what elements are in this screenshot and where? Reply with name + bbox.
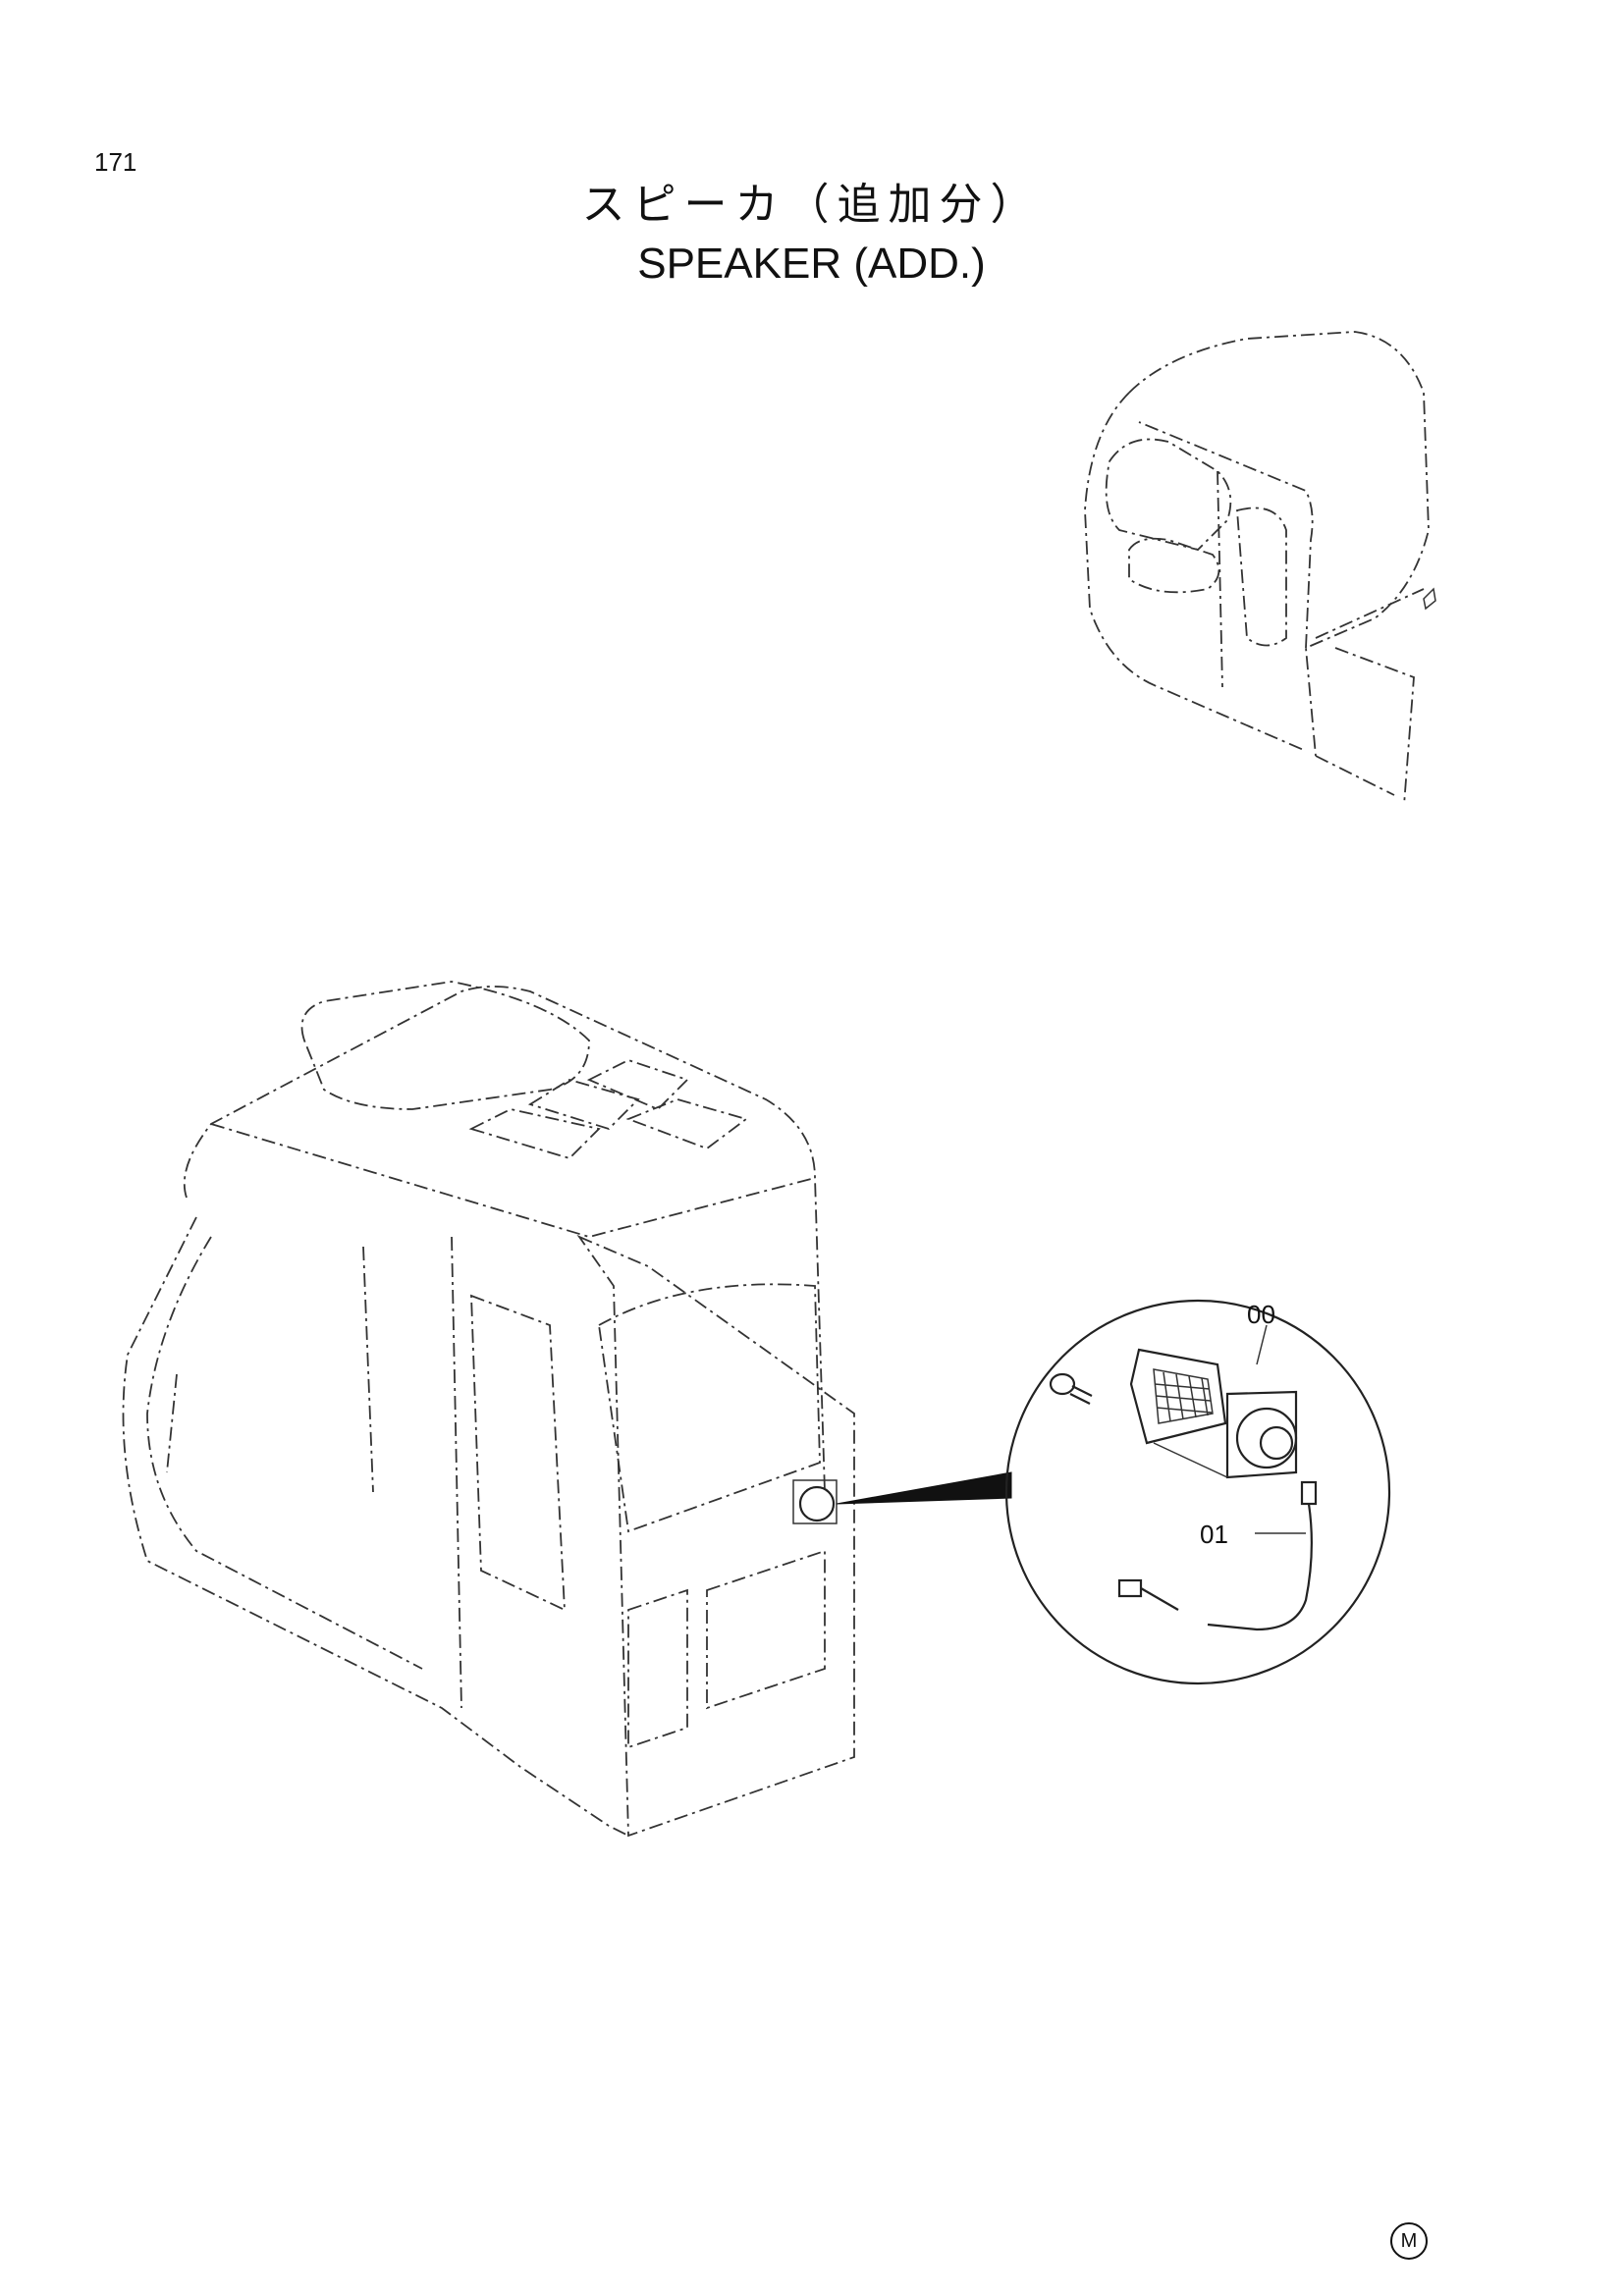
detail-circle: 00 01 xyxy=(1004,1299,1391,1685)
callout-speaker: 00 xyxy=(1247,1300,1275,1329)
detail-leader xyxy=(836,1471,1012,1505)
callout-harness: 01 xyxy=(1200,1520,1228,1549)
manufacturer-mark: M xyxy=(1390,2222,1428,2260)
title-block: スピーカ（追加分） SPEAKER (ADD.) xyxy=(0,169,1623,289)
page-title-japanese: スピーカ（追加分） xyxy=(581,180,1042,230)
screw-part xyxy=(1049,1372,1093,1405)
wire-harness xyxy=(1117,1480,1318,1631)
speaker-unit xyxy=(1153,1390,1298,1479)
locator-cab-view xyxy=(1084,331,1436,806)
speaker-grille xyxy=(1129,1348,1227,1445)
main-cab-view xyxy=(122,981,855,1838)
page-title-english: SPEAKER (ADD.) xyxy=(637,240,986,288)
page-number: 171 xyxy=(94,147,137,177)
